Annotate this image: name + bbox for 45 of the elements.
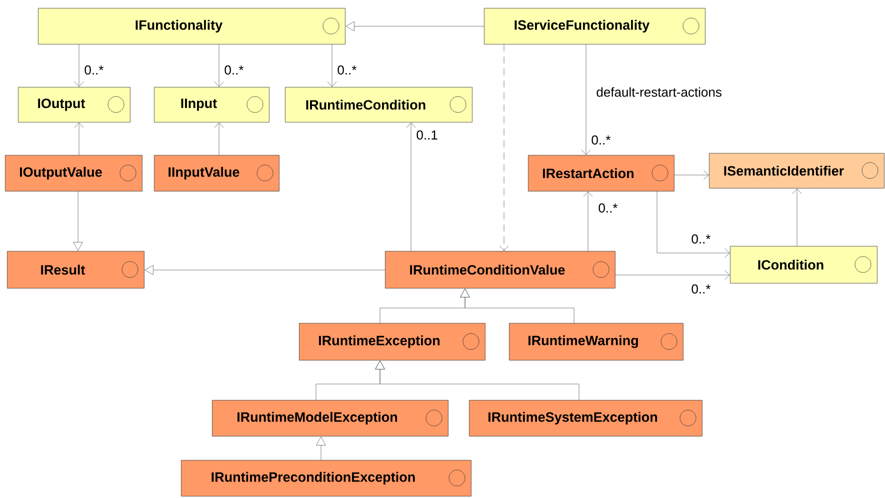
arrow xyxy=(406,122,416,252)
arrow xyxy=(74,44,84,87)
arrow xyxy=(583,192,593,252)
class-box: IInput xyxy=(154,87,270,122)
edge-label: default-restart-actions xyxy=(596,87,722,97)
arrow xyxy=(346,21,484,32)
arrow xyxy=(73,191,83,251)
class-box: IInputValue xyxy=(154,155,280,192)
class-box: IRuntimeConditionValue xyxy=(385,251,616,288)
arrow xyxy=(316,436,326,460)
class-box: IRuntimeModelException xyxy=(212,400,448,436)
edge-label: 0..* xyxy=(598,203,618,213)
class-box: IOutputValue xyxy=(5,155,142,192)
arrow xyxy=(674,170,709,180)
edge-label: 0..* xyxy=(224,65,244,75)
arrow xyxy=(327,44,337,87)
arrow xyxy=(214,44,224,87)
arrow xyxy=(460,288,574,324)
class-box: IFunctionality xyxy=(38,8,346,44)
arrow xyxy=(214,122,224,156)
arrow xyxy=(615,270,730,280)
edge-label: 0..1 xyxy=(416,130,438,140)
edge-label: 0..* xyxy=(692,284,711,294)
arrow xyxy=(656,191,730,258)
class-box: IOutput xyxy=(18,87,130,122)
class-box: IResult xyxy=(7,251,144,288)
class-box: IServiceFunctionality xyxy=(484,8,706,44)
arrow xyxy=(74,122,84,156)
class-box: IRuntimeCondition xyxy=(285,87,472,122)
arrow xyxy=(144,265,386,275)
class-box: IRuntimeWarning xyxy=(509,323,684,360)
class-box: IRuntimeException xyxy=(299,323,486,360)
edge-label: 0..* xyxy=(692,234,711,244)
class-box: IRestartAction xyxy=(528,155,674,192)
multiplicity-label: 0..* xyxy=(592,135,611,145)
class-box: IRuntimeSystemException xyxy=(469,400,702,436)
class-box: ICondition xyxy=(730,246,878,284)
class-box: IRuntimePreconditionException xyxy=(181,460,472,496)
class-box: ISemanticIdentifier xyxy=(709,153,884,188)
arrow xyxy=(581,44,591,155)
arrow xyxy=(499,44,509,251)
arrow xyxy=(375,360,580,400)
edge-label: 0..* xyxy=(84,65,104,75)
arrow xyxy=(792,188,802,246)
edge-label: 0..* xyxy=(338,65,357,75)
